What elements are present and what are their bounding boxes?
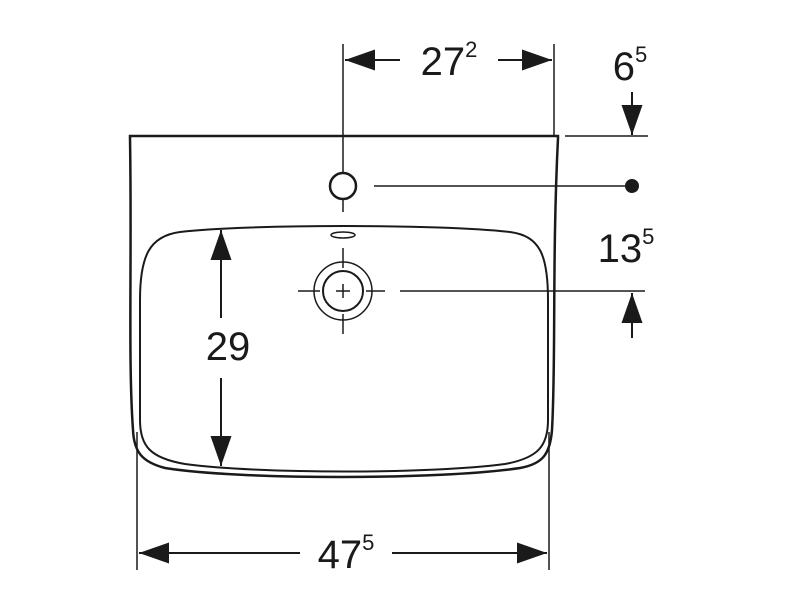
dimension-top-offset-label: 65 xyxy=(613,42,648,89)
dimension-top-width-main: 27 xyxy=(421,40,466,84)
dimension-top-offset: 65 xyxy=(565,42,648,137)
dimension-hole-spacing-sup: 5 xyxy=(642,224,654,249)
dimension-bowl-depth-label: 29 xyxy=(206,325,251,369)
dimension-hole-spacing: 135 xyxy=(598,224,655,338)
dimension-top-width-label: 272 xyxy=(421,37,478,84)
dimension-top-offset-main: 6 xyxy=(613,45,635,89)
basin-outer-outline xyxy=(128,134,560,479)
dimension-bowl-depth-main: 29 xyxy=(206,325,251,369)
dimension-hole-spacing-main: 13 xyxy=(598,227,643,271)
dimension-hole-spacing-label: 135 xyxy=(598,224,655,271)
dimension-top-offset-sup: 5 xyxy=(635,42,647,67)
dimension-overall-width: 475 xyxy=(136,432,550,577)
tap-hole xyxy=(328,152,625,212)
overflow-slot xyxy=(330,231,356,239)
basin-bowl-outline xyxy=(139,225,549,473)
tap-hole-reference-dot xyxy=(625,179,639,193)
dimension-top-width: 272 xyxy=(342,37,555,152)
dimension-top-width-sup: 2 xyxy=(465,37,477,62)
dimension-overall-width-sup: 5 xyxy=(362,530,374,555)
dimension-overall-width-main: 47 xyxy=(318,533,363,577)
dimension-bowl-depth: 29 xyxy=(206,230,251,466)
dimension-overall-width-label: 475 xyxy=(318,530,375,577)
drain-hole xyxy=(298,248,645,334)
